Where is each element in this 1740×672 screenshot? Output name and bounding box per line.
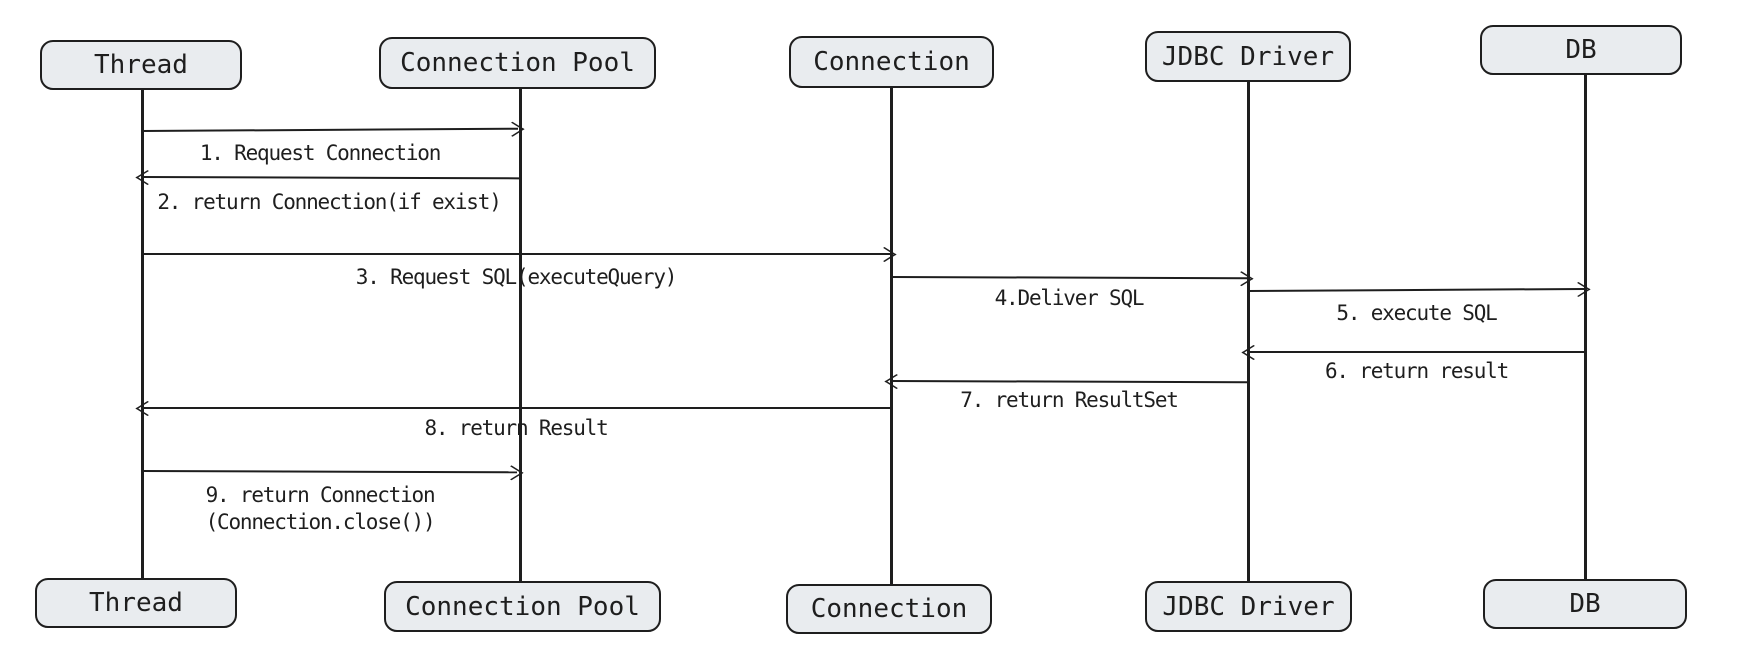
participant-connection-bottom: Connection — [786, 584, 992, 634]
participant-label: DB — [1569, 589, 1601, 619]
message-arrow-8 — [142, 407, 890, 409]
message-arrow-3 — [142, 253, 890, 255]
message-label-2: 2. return Connection(if exist) — [157, 190, 501, 214]
participant-label: Thread — [89, 588, 183, 618]
message-label-6: 6. return result — [1324, 359, 1509, 383]
participant-connection-pool-bottom: Connection Pool — [384, 581, 661, 632]
participant-label: DB — [1565, 35, 1597, 65]
message-label-9-line-2: (Connection.close()) — [205, 510, 436, 534]
lifeline-db — [1584, 75, 1587, 579]
participant-label: Connection — [810, 594, 968, 624]
message-arrow-5 — [1247, 287, 1584, 292]
participant-label: Thread — [94, 50, 188, 80]
message-arrow-6 — [1248, 351, 1584, 353]
participant-jdbc-driver-top: JDBC Driver — [1145, 31, 1351, 82]
message-label-1: 1. Request Connection — [199, 141, 442, 165]
participant-label: Connection Pool — [400, 48, 635, 78]
participant-label: Connection — [813, 47, 970, 77]
participant-label: Connection Pool — [405, 591, 640, 622]
lifeline-jdbc-driver — [1247, 82, 1250, 581]
message-label-3: 3. Request SQL(executeQuery) — [355, 265, 678, 289]
message-label-9-line-1: 9. return Connection — [205, 483, 436, 507]
message-label-7: 7. return ResultSet — [960, 388, 1179, 412]
message-label-5: 5. execute SQL — [1336, 301, 1497, 325]
participant-connection-pool-top: Connection Pool — [379, 37, 656, 89]
participant-label: JDBC Driver — [1161, 41, 1335, 72]
participant-connection-top: Connection — [789, 36, 994, 88]
participant-label: JDBC Driver — [1162, 591, 1335, 622]
participant-db-bottom: DB — [1483, 579, 1687, 629]
participant-thread-bottom: Thread — [35, 578, 237, 628]
lifeline-connection-pool — [519, 89, 522, 581]
lifeline-thread — [141, 90, 144, 578]
lifeline-connection — [890, 88, 893, 584]
message-label-4: 4.Deliver SQL — [994, 286, 1145, 310]
participant-jdbc-driver-bottom: JDBC Driver — [1145, 581, 1352, 632]
participant-db-top: DB — [1480, 25, 1682, 75]
message-arrow-9 — [141, 470, 518, 474]
message-arrow-4 — [890, 276, 1248, 280]
message-arrow-2 — [141, 176, 520, 180]
message-label-9: 9. return Connection (Connection.close()… — [131, 482, 509, 536]
message-arrow-1 — [141, 127, 518, 132]
message-label-8: 8. return Result — [424, 416, 608, 440]
participant-thread-top: Thread — [40, 40, 242, 90]
message-arrow-7 — [890, 380, 1248, 384]
